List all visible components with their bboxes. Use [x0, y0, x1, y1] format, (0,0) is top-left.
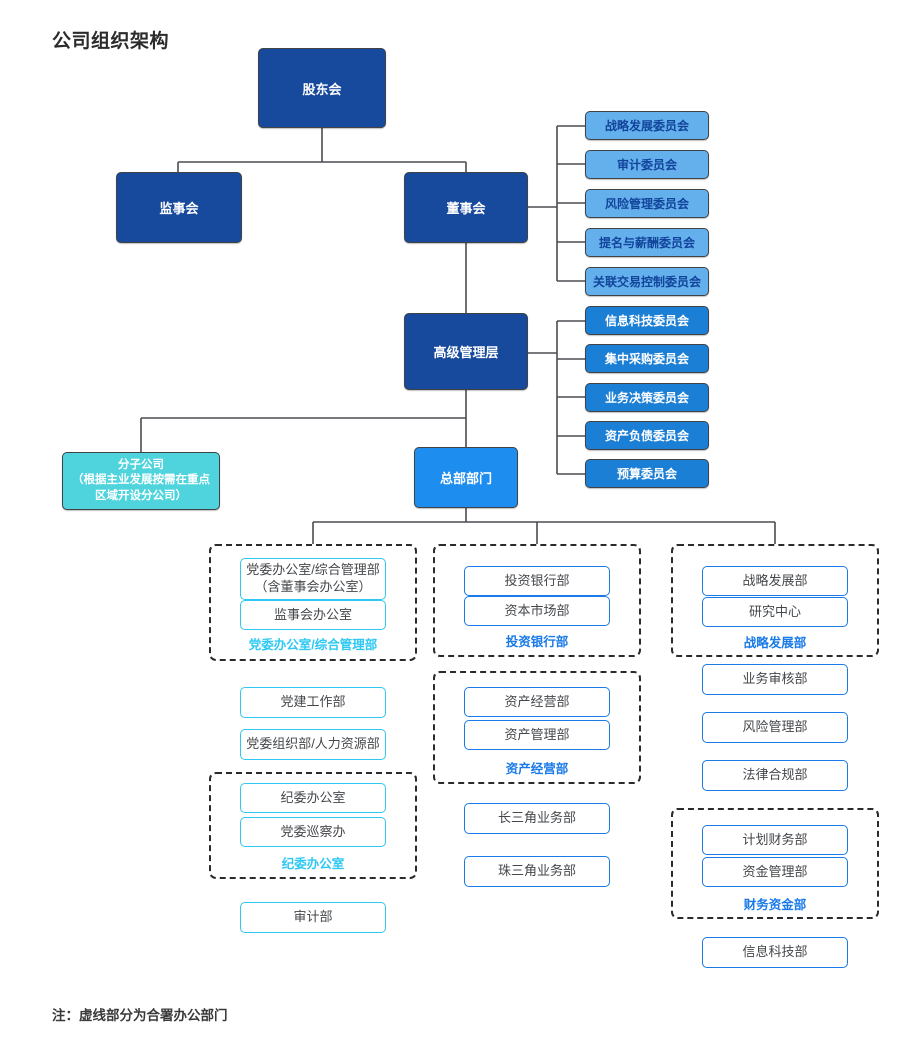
dept-group-left-0 [209, 544, 417, 661]
dept-box-party-office-line2: （含董事会办公室） [254, 579, 372, 594]
dept-box-asset-operation[interactable]: 资产经营部 [464, 687, 610, 717]
dept-box-yangtze-business-label: 长三角业务部 [497, 810, 576, 826]
node-subsidiary[interactable]: 分子公司 （根据主业发展按需在重点 区域开设分公司） [62, 452, 220, 510]
node-headquarters-label: 总部部门 [439, 471, 492, 486]
committee-management-1[interactable]: 集中采购委员会 [585, 344, 709, 373]
node-supervisors[interactable]: 监事会 [116, 172, 242, 243]
node-supervisors-label: 监事会 [159, 201, 199, 216]
dept-box-hr[interactable]: 党委组织部/人力资源部 [240, 729, 386, 760]
dept-box-capital-markets[interactable]: 资本市场部 [464, 596, 610, 626]
dept-box-treasury[interactable]: 资金管理部 [702, 857, 848, 887]
dept-box-risk-management-label: 风险管理部 [742, 719, 808, 735]
committee-management-4[interactable]: 预算委员会 [585, 459, 709, 488]
committee-management-0[interactable]: 信息科技委员会 [585, 306, 709, 335]
dept-box-strategy-development-label: 战略发展部 [742, 572, 808, 588]
dept-box-audit-label: 审计部 [293, 909, 333, 925]
dept-box-legal-compliance-label: 法律合规部 [742, 767, 808, 783]
dept-box-planning-finance[interactable]: 计划财务部 [702, 825, 848, 855]
node-senior-management[interactable]: 高级管理层 [404, 313, 528, 390]
committee-board-4[interactable]: 关联交易控制委员会 [585, 267, 709, 296]
dept-group-middle-0-label: 投资银行部 [505, 635, 569, 649]
dept-box-party-office-line1: 党委办公室/综合管理部 [246, 562, 380, 578]
committee-board-0[interactable]: 战略发展委员会 [585, 111, 709, 140]
node-board[interactable]: 董事会 [404, 172, 528, 243]
node-board-label: 董事会 [446, 201, 486, 216]
dept-group-left-1 [209, 772, 417, 879]
dept-box-discipline-office[interactable]: 纪委办公室 [240, 783, 386, 813]
dept-group-middle-1 [433, 671, 641, 784]
dept-box-risk-management[interactable]: 风险管理部 [702, 712, 848, 743]
dept-box-supervisors-office[interactable]: 监事会办公室 [240, 600, 386, 630]
dept-box-supervisors-office-label: 监事会办公室 [273, 606, 352, 622]
dept-box-asset-management-label: 资产管理部 [504, 726, 570, 742]
dept-group-left-0-label: 党委办公室/综合管理部 [248, 638, 378, 652]
committee-management-2-label: 业务决策委员会 [604, 391, 689, 405]
committee-board-0-label: 战略发展委员会 [604, 119, 689, 133]
dept-box-asset-operation-label: 资产经营部 [504, 693, 570, 709]
dept-group-right-1-label: 财务资金部 [743, 898, 807, 912]
committee-management-0-label: 信息科技委员会 [604, 314, 689, 328]
committee-board-4-label: 关联交易控制委员会 [592, 275, 701, 289]
committee-management-3[interactable]: 资产负债委员会 [585, 421, 709, 450]
dept-box-party-building-label: 党建工作部 [280, 694, 346, 710]
dept-group-right-0 [671, 544, 879, 657]
dept-group-left-1-label: 纪委办公室 [281, 857, 345, 871]
committee-board-1-label: 审计委员会 [616, 158, 677, 172]
dept-box-research-center[interactable]: 研究中心 [702, 597, 848, 627]
committee-board-3-label: 提名与薪酬委员会 [598, 236, 695, 250]
dept-box-capital-markets-label: 资本市场部 [504, 602, 570, 618]
node-senior-management-label: 高级管理层 [433, 345, 499, 360]
dept-group-right-1 [671, 808, 879, 919]
dept-box-treasury-label: 资金管理部 [742, 863, 808, 879]
dept-box-pearl-business-label: 珠三角业务部 [497, 863, 576, 879]
node-shareholders-label: 股东会 [302, 81, 342, 97]
dept-box-business-review-label: 业务审核部 [742, 671, 808, 687]
dept-box-pearl-business[interactable]: 珠三角业务部 [464, 856, 610, 887]
node-subsidiary-line1: 分子公司 [118, 458, 164, 471]
dept-box-yangtze-business[interactable]: 长三角业务部 [464, 803, 610, 834]
footnote: 注：虚线部分为合署办公部门 [52, 1008, 228, 1023]
dept-box-party-office[interactable]: 党委办公室/综合管理部 （含董事会办公室） [240, 558, 386, 600]
node-headquarters[interactable]: 总部部门 [414, 447, 518, 508]
committee-management-1-label: 集中采购委员会 [604, 352, 689, 366]
dept-box-business-review[interactable]: 业务审核部 [702, 664, 848, 695]
dept-box-investment-banking-label: 投资银行部 [504, 572, 570, 588]
node-subsidiary-line2: （根据主业发展按需在重点 [72, 474, 210, 487]
committee-board-2-label: 风险管理委员会 [604, 197, 689, 211]
committee-management-4-label: 预算委员会 [616, 467, 677, 481]
dept-box-asset-management[interactable]: 资产管理部 [464, 720, 610, 750]
dept-box-hr-label: 党委组织部/人力资源部 [246, 736, 380, 752]
page-title: 公司组织架构 [52, 31, 170, 52]
dept-group-middle-1-label: 资产经营部 [505, 762, 569, 776]
dept-box-legal-compliance[interactable]: 法律合规部 [702, 760, 848, 791]
dept-box-party-building[interactable]: 党建工作部 [240, 687, 386, 718]
dept-box-investment-banking[interactable]: 投资银行部 [464, 566, 610, 596]
committee-board-1[interactable]: 审计委员会 [585, 150, 709, 179]
dept-box-planning-finance-label: 计划财务部 [742, 831, 808, 847]
dept-group-middle-0 [433, 544, 641, 657]
dept-box-discipline-office-label: 纪委办公室 [280, 789, 346, 805]
node-subsidiary-line3: 区域开设分公司） [95, 489, 187, 502]
node-shareholders[interactable]: 股东会 [258, 48, 386, 128]
committee-management-2[interactable]: 业务决策委员会 [585, 383, 709, 412]
dept-group-right-0-label: 战略发展部 [743, 636, 807, 650]
committee-board-2[interactable]: 风险管理委员会 [585, 189, 709, 218]
dept-box-research-center-label: 研究中心 [748, 603, 801, 619]
dept-box-inspection-office-label: 党委巡察办 [280, 823, 346, 839]
committee-board-3[interactable]: 提名与薪酬委员会 [585, 228, 709, 257]
dept-box-strategy-development[interactable]: 战略发展部 [702, 566, 848, 596]
dept-box-inspection-office[interactable]: 党委巡察办 [240, 817, 386, 847]
dept-box-it[interactable]: 信息科技部 [702, 937, 848, 968]
dept-box-audit[interactable]: 审计部 [240, 902, 386, 933]
committee-management-3-label: 资产负债委员会 [604, 429, 689, 443]
dept-box-it-label: 信息科技部 [742, 944, 808, 960]
